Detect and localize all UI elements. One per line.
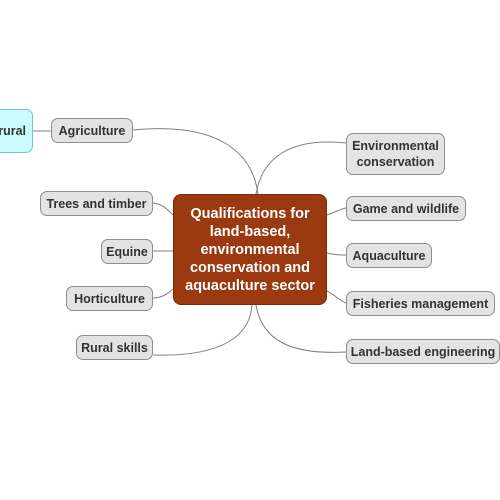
branch-label: Environmental conservation	[352, 139, 439, 169]
branch-equine[interactable]: Equine	[101, 239, 153, 264]
branch-label: Trees and timber	[46, 196, 147, 211]
branch-label: Fisheries management	[352, 296, 489, 311]
branch-land-based-engineering[interactable]: Land-based engineering	[346, 339, 500, 364]
connector-land-based-engineering	[255, 304, 347, 353]
branch-aquaculture[interactable]: Aquaculture	[346, 243, 432, 268]
branch-fisheries-management[interactable]: Fisheries management	[346, 291, 495, 316]
connector-rural-skills	[152, 304, 253, 356]
branch-rural-skills[interactable]: Rural skills	[76, 335, 153, 360]
branch-label: Aquaculture	[352, 248, 426, 263]
parent-topic-label: rural	[0, 124, 26, 138]
connector-game-and-wildlife	[326, 207, 347, 216]
connector-environmental-conservation	[255, 141, 347, 195]
connector-trees-and-timber	[152, 202, 174, 216]
parent-topic-node[interactable]: rural	[0, 109, 33, 153]
branch-horticulture[interactable]: Horticulture	[66, 286, 153, 311]
branch-label: Horticulture	[74, 291, 145, 306]
connector-horticulture	[152, 288, 174, 299]
central-topic[interactable]: Qualifications for land-based, environme…	[173, 194, 327, 305]
branch-trees-and-timber[interactable]: Trees and timber	[40, 191, 153, 216]
branch-label: Agriculture	[58, 123, 126, 138]
branch-environmental-conservation[interactable]: Environmental conservation	[346, 133, 445, 175]
branch-game-and-wildlife[interactable]: Game and wildlife	[346, 196, 466, 221]
connector-aquaculture	[326, 252, 347, 256]
branch-label: Game and wildlife	[352, 201, 460, 216]
connector-agriculture	[132, 128, 259, 195]
central-topic-label: Qualifications for land-based, environme…	[185, 205, 315, 294]
branch-label: Equine	[106, 244, 148, 259]
connector-fisheries-management	[326, 290, 347, 304]
branch-agriculture[interactable]: Agriculture	[51, 118, 133, 143]
branch-label: Land-based engineering	[350, 344, 496, 359]
branch-label: Rural skills	[81, 340, 148, 355]
